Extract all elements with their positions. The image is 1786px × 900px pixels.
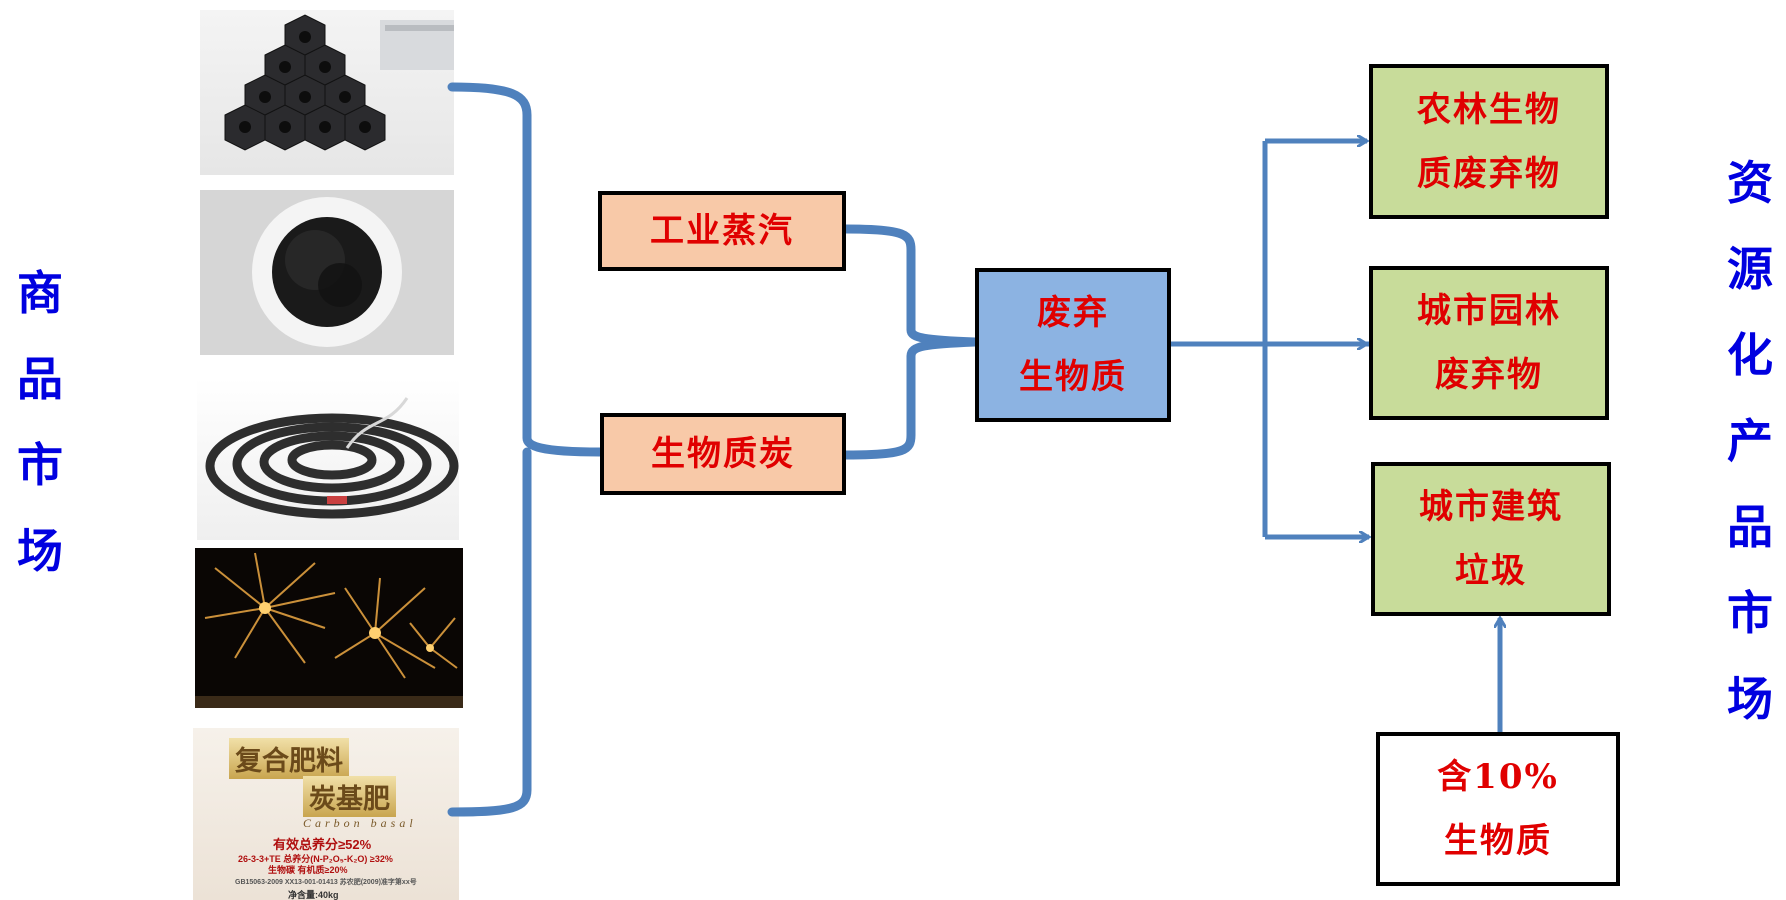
right-label-char: 产 xyxy=(1727,414,1773,468)
box-line: 含10% xyxy=(1437,757,1559,797)
fertilizer-title: 复合肥料 xyxy=(229,738,349,779)
box-line: 农林生物 xyxy=(1417,89,1561,130)
fertilizer-net-weight: 净含量:40kg xyxy=(288,890,339,900)
left-label-char: 品 xyxy=(17,352,63,406)
resource-product-market-label: 资 源 化 产 品 市 场 xyxy=(1720,140,1780,742)
charcoal-briquette-image xyxy=(200,10,454,175)
fertilizer-nutrient-line: 有效总养分≥52% xyxy=(273,837,372,852)
box-line: 废弃物 xyxy=(1435,355,1543,395)
biochar-box: 生物质炭 xyxy=(600,413,846,495)
waste-biomass-box: 废弃 生物质 xyxy=(975,268,1171,422)
urban-garden-waste-box: 城市园林 废弃物 xyxy=(1369,266,1609,420)
left-label-char: 市 xyxy=(17,438,63,492)
left-label-char: 场 xyxy=(17,524,63,578)
right-label-char: 资 xyxy=(1727,156,1773,210)
fertilizer-standard-line: GB15063-2009 XX13-001-01413 苏农肥(2009)准字第… xyxy=(235,879,417,886)
commodity-market-label: 商 品 市 场 xyxy=(10,250,70,594)
activated-carbon-image xyxy=(200,190,454,355)
right-label-char: 场 xyxy=(1727,672,1773,726)
construction-waste-box: 城市建筑 垃圾 xyxy=(1371,462,1611,616)
left-label-char: 商 xyxy=(17,266,63,320)
box-line: 城市园林 xyxy=(1417,291,1561,331)
box-line: 废弃 xyxy=(1037,293,1109,333)
box-line: 生物质 xyxy=(1444,821,1552,861)
box-line: 生物质炭 xyxy=(651,434,795,474)
fireworks-image xyxy=(195,548,463,708)
fertilizer-spec-line: 生物碳 有机质≥20% xyxy=(268,865,348,875)
right-label-char: 化 xyxy=(1727,328,1773,382)
fertilizer-spec-line: 26-3-3+TE 总养分(N-P₂O₅-K₂O) ≥32% xyxy=(238,854,393,864)
ten-percent-biomass-box: 含10% 生物质 xyxy=(1376,732,1620,886)
right-label-char: 品 xyxy=(1727,500,1773,554)
box-line: 质废弃物 xyxy=(1417,153,1561,194)
connector-steam xyxy=(841,224,980,347)
industrial-steam-box: 工业蒸汽 xyxy=(598,191,846,271)
bracket-left xyxy=(447,82,605,817)
mosquito-coil-image xyxy=(197,378,459,540)
right-label-char: 市 xyxy=(1727,586,1773,640)
agri-forestry-waste-box: 农林生物 质废弃物 xyxy=(1369,64,1609,219)
fertilizer-subtitle-en: Carbon basal xyxy=(303,816,417,830)
carbon-based-fertilizer-bag-image: 复合肥料 炭基肥 Carbon basal 有效总养分≥52% 26-3-3+T… xyxy=(193,728,459,900)
connector-char xyxy=(841,337,980,460)
box-line: 工业蒸汽 xyxy=(650,211,794,251)
box-line: 垃圾 xyxy=(1455,551,1527,591)
right-label-char: 源 xyxy=(1727,242,1773,296)
fertilizer-subtitle-cn: 炭基肥 xyxy=(303,776,396,817)
box-line: 生物质 xyxy=(1019,357,1127,397)
box-line: 城市建筑 xyxy=(1419,487,1563,527)
